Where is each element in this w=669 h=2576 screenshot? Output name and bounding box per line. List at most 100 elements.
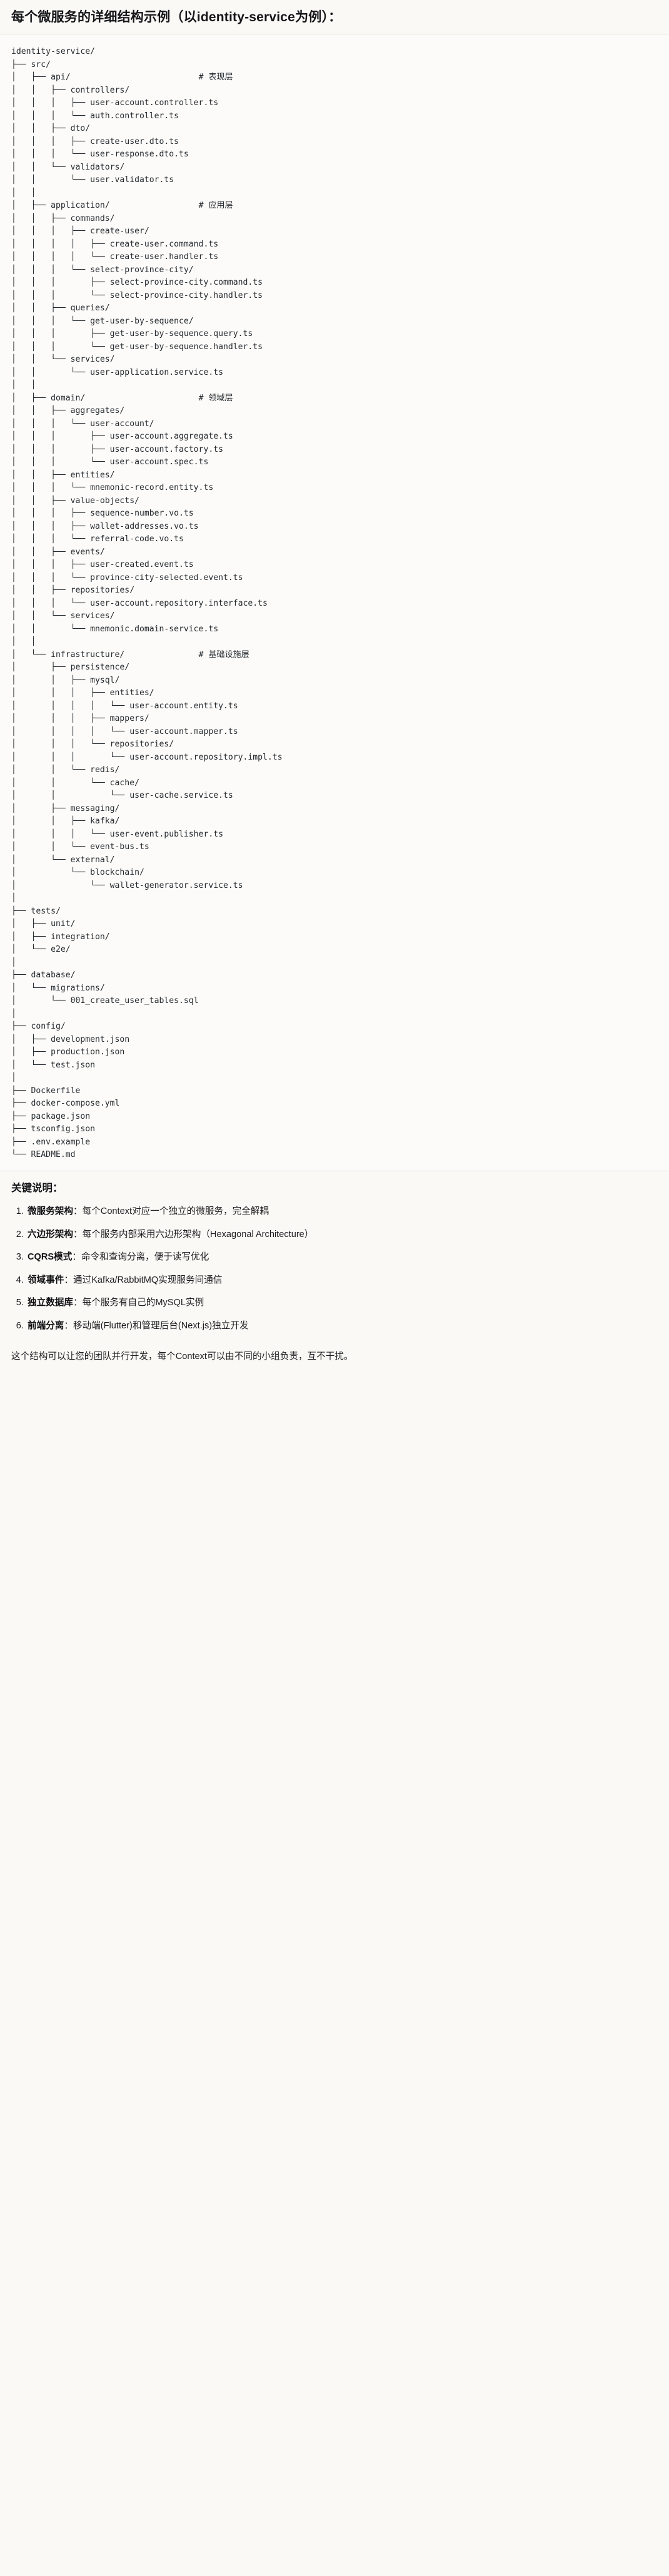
tree-line: │ │ └── user-cache.service.ts [11,791,233,801]
tree-line: │ ├── domain/ # 领域层 [11,394,233,403]
tree-line: ├── config/ [11,1022,66,1032]
directory-tree-block: identity-service/ ├── src/ │ ├── api/ # … [0,34,669,1171]
tree-line: │ │ └── event-bus.ts [11,842,149,852]
tree-line: │ └── infrastructure/ # 基础设施层 [11,650,249,659]
tree-line: │ │ │ ├── select-province-city.command.t… [11,278,263,288]
tree-line: │ │ │ ├── create-user/ [11,227,149,237]
tree-line: │ ├── unit/ [11,919,76,929]
tree-line: │ │ │ ├── mappers/ [11,714,149,724]
tree-line: │ [11,1073,16,1083]
tree-line: │ │ │ ├── user-account.aggregate.ts [11,432,233,442]
tree-line: │ │ │ └── province-city-selected.event.t… [11,573,243,583]
tree-comment: # 应用层 [198,201,233,211]
closing-paragraph: 这个结构可以让您的团队并行开发，每个Context可以由不同的小组负责，互不干扰… [0,1339,669,1375]
tree-line: │ ├── integration/ [11,932,110,942]
tree-line: │ │ │ ├── user-account.controller.ts [11,98,219,108]
tree-line: │ │ └── services/ [11,611,115,621]
key-note-term: 微服务架构 [28,1206,73,1216]
tree-line: │ │ │ │ └── user-account.mapper.ts [11,726,238,736]
tree-line: │ │ [11,637,36,647]
tree-line: │ │ └── services/ [11,355,115,365]
tree-path: │ ├── domain/ [11,393,199,403]
key-note-item: 前端分离：移动端(Flutter)和管理后台(Next.js)独立开发 [26,1319,658,1333]
tree-line: │ │ ├── aggregates/ [11,406,125,416]
key-note-separator: ： [73,1206,83,1216]
tree-comment: # 领域层 [198,393,233,403]
key-note-description: 命令和查询分离，便于读写优化 [81,1252,209,1263]
tree-line: │ │ │ └── user-response.dto.ts [11,150,189,160]
tree-line: │ │ │ └── mnemonic-record.entity.ts [11,483,214,493]
tree-line: identity-service/ [11,47,96,57]
tree-line: ├── tests/ [11,906,61,916]
tree-path: │ ├── application/ [11,201,199,211]
tree-line: │ │ │ │ └── user-account.entity.ts [11,701,238,711]
tree-line: │ ├── messaging/ [11,803,120,813]
tree-line: │ │ │ ├── user-account.factory.ts [11,444,223,454]
tree-line: │ │ ├── events/ [11,547,105,557]
key-note-item: 独立数据库：每个服务有自己的MySQL实例 [26,1296,658,1310]
tree-path: │ ├── api/ [11,73,199,83]
tree-comment: # 基础设施层 [198,649,249,659]
tree-line: │ │ │ └── user-account.repository.impl.t… [11,752,283,762]
tree-line: │ │ ├── commands/ [11,213,115,223]
tree-line: │ │ │ └── get-user-by-sequence.handler.t… [11,342,263,352]
tree-line: │ │ │ ├── user-created.event.ts [11,560,194,570]
tree-line: │ │ [11,188,36,198]
key-note-item: 领域事件：通过Kafka/RabbitMQ实现服务间通信 [26,1273,658,1288]
key-note-description: 通过Kafka/RabbitMQ实现服务间通信 [73,1275,223,1285]
tree-line: │ ├── persistence/ [11,663,130,673]
tree-line: │ │ └── user-application.service.ts [11,367,223,377]
tree-line: │ │ │ ├── sequence-number.vo.ts [11,509,194,519]
key-note-separator: ： [73,1298,83,1308]
tree-line: │ │ └── user.validator.ts [11,175,174,185]
tree-line: │ │ ├── kafka/ [11,817,120,827]
tree-line: │ [11,957,16,967]
tree-line: │ │ │ ├── get-user-by-sequence.query.ts [11,329,253,339]
tree-line: │ │ │ └── auth.controller.ts [11,111,179,121]
tree-line: │ [11,1009,16,1019]
key-note-description: 每个服务内部采用六边形架构（Hexagonal Architecture） [82,1229,314,1240]
tree-line: │ │ │ ├── wallet-addresses.vo.ts [11,521,199,531]
tree-line: │ │ └── validators/ [11,162,125,172]
key-note-separator: ： [64,1320,73,1331]
tree-line: ├── src/ [11,59,51,69]
key-notes-list: 微服务架构：每个Context对应一个独立的微服务，完全解耦六边形架构：每个服务… [11,1204,658,1333]
tree-line: │ ├── application/ # 应用层 [11,201,233,210]
tree-line: │ │ ├── dto/ [11,124,91,134]
tree-line: │ │ ├── queries/ [11,303,110,313]
tree-line: │ │ ├── entities/ [11,470,115,480]
tree-line: │ │ │ ├── entities/ [11,688,154,698]
key-note-item: 微服务架构：每个Context对应一个独立的微服务，完全解耦 [26,1204,658,1219]
key-note-separator: ： [64,1275,73,1285]
key-note-description: 每个服务有自己的MySQL实例 [82,1298,204,1308]
tree-line: │ │ │ └── get-user-by-sequence/ [11,316,194,326]
key-note-term: 六边形架构 [28,1229,73,1240]
key-note-description: 移动端(Flutter)和管理后台(Next.js)独立开发 [73,1320,249,1331]
tree-line: ├── package.json [11,1111,91,1121]
tree-line: │ └── migrations/ [11,983,105,993]
tree-line: ├── .env.example [11,1137,91,1147]
tree-line: │ └── test.json [11,1060,96,1070]
tree-line: ├── Dockerfile [11,1086,81,1096]
key-note-separator: ： [73,1229,83,1240]
tree-line: └── README.md [11,1150,76,1160]
tree-line: │ ├── development.json [11,1034,130,1044]
tree-line: │ │ │ └── select-province-city/ [11,265,194,275]
tree-line: │ │ │ └── user-account/ [11,419,154,429]
tree-line: │ [11,893,16,904]
tree-line: │ │ │ └── repositories/ [11,740,174,750]
page-title: 每个微服务的详细结构示例（以identity-service为例）： [11,10,342,24]
tree-line: ├── docker-compose.yml [11,1099,120,1109]
tree-line: │ │ ├── repositories/ [11,586,135,596]
tree-line: │ ├── production.json [11,1047,125,1057]
tree-line: │ │ └── cache/ [11,778,139,788]
document-page: 每个微服务的详细结构示例（以identity-service为例）： ident… [0,0,669,1375]
key-note-item: 六边形架构：每个服务内部采用六边形架构（Hexagonal Architectu… [26,1228,658,1242]
tree-line: │ └── wallet-generator.service.ts [11,880,243,890]
tree-path: │ └── infrastructure/ [11,649,199,659]
tree-line: │ └── blockchain/ [11,868,144,878]
key-note-term: 领域事件 [28,1275,64,1285]
tree-line: │ │ └── mnemonic.domain-service.ts [11,624,219,634]
key-note-description: 每个Context对应一个独立的微服务，完全解耦 [82,1206,269,1216]
tree-line: │ │ │ └── select-province-city.handler.t… [11,290,263,300]
